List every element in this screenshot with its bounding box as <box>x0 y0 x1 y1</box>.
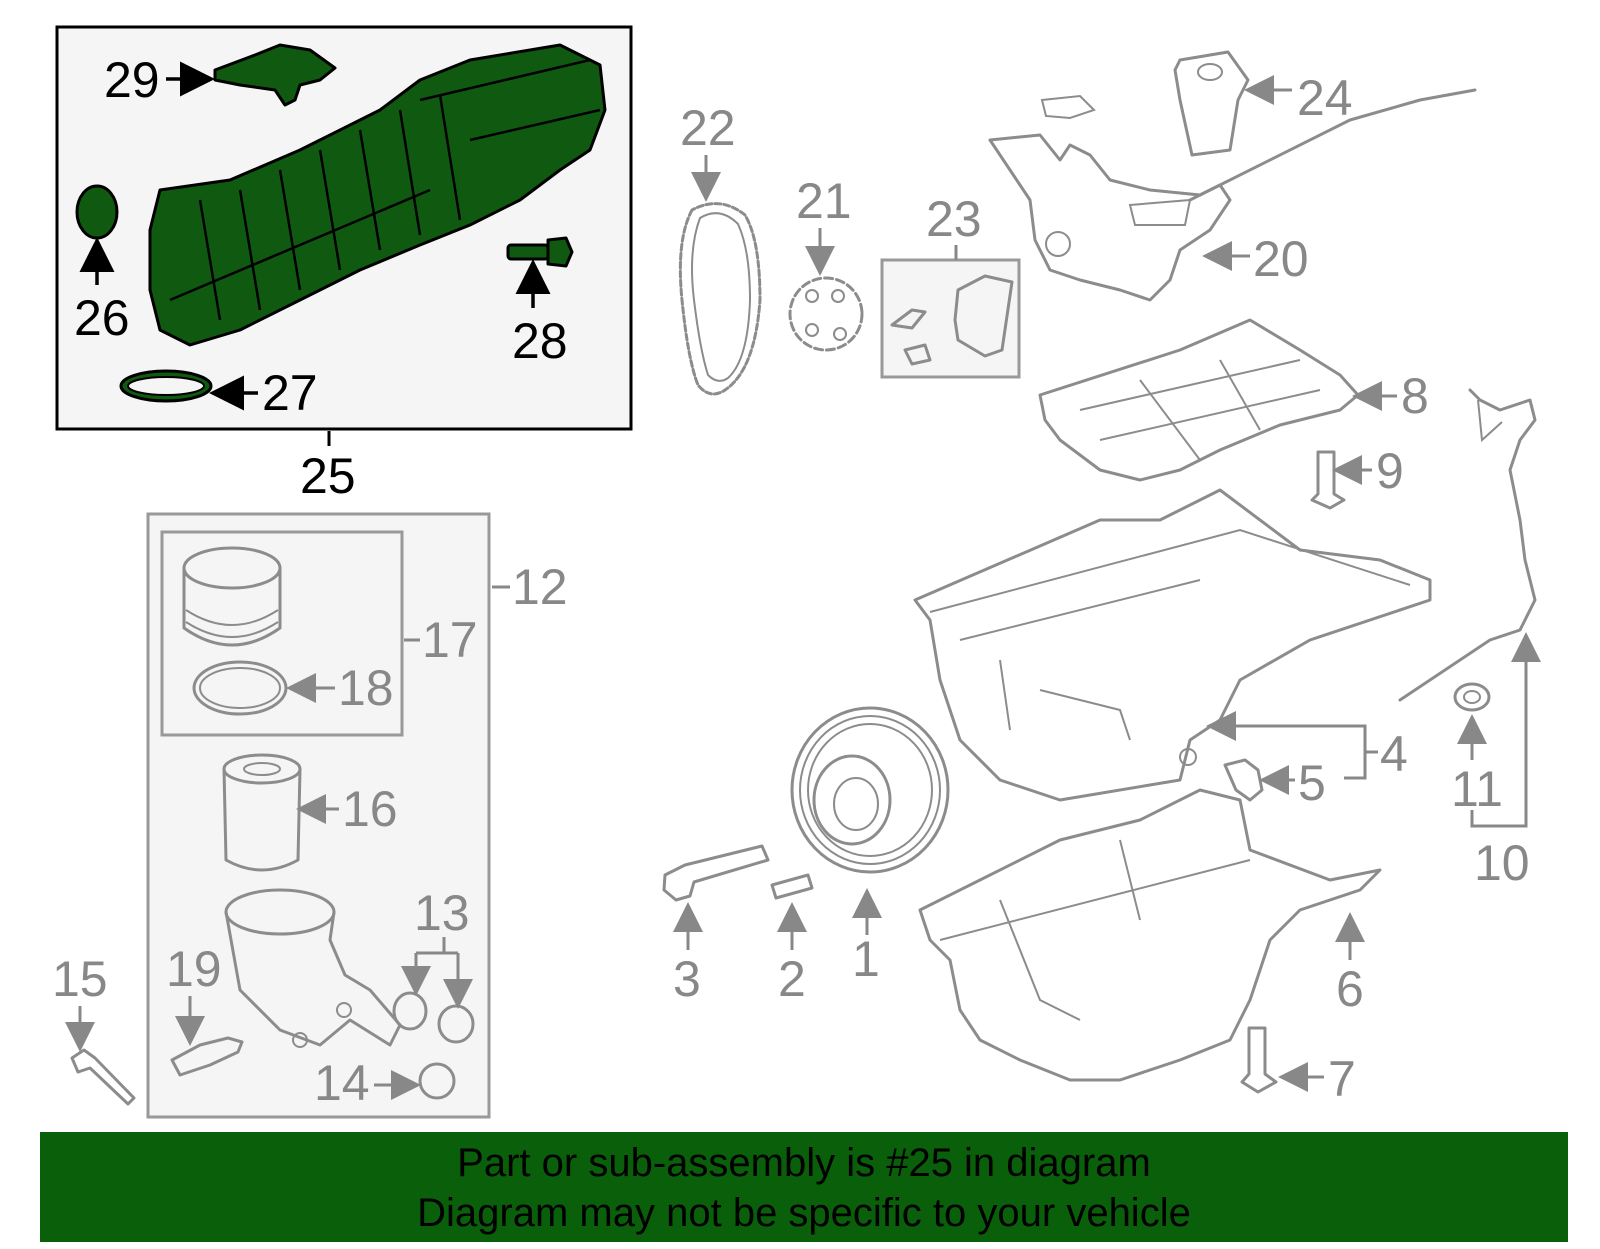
callout-20: 20 <box>1253 231 1309 287</box>
baffle-8-part[interactable] <box>1038 318 1360 482</box>
callout-4: 4 <box>1380 726 1408 782</box>
pickup-tube-24-part[interactable] <box>1173 50 1250 157</box>
callout-12: 12 <box>512 559 568 615</box>
callout-14: 14 <box>314 1055 370 1111</box>
callout-18: 18 <box>338 660 394 716</box>
callout-8: 8 <box>1401 368 1429 424</box>
callout-3: 3 <box>673 951 701 1007</box>
oil-pump-20-part[interactable] <box>988 94 1232 302</box>
callout-9: 9 <box>1376 443 1404 499</box>
intake-manifold-group: 29 26 28 27 25 <box>55 25 633 504</box>
pin-2-part[interactable] <box>770 873 814 900</box>
bolt-5-part[interactable] <box>1223 758 1264 802</box>
filter-element-16-part[interactable] <box>222 753 302 872</box>
tube-line <box>1188 88 1477 202</box>
callout-24: 24 <box>1297 70 1353 126</box>
callout-1: 1 <box>852 931 880 987</box>
callout-19: 19 <box>166 941 222 997</box>
filter-housing-part[interactable] <box>224 888 402 1048</box>
bolt-7-part[interactable] <box>1240 1026 1278 1094</box>
banner-line-1: Part or sub-assembly is #25 in diagram <box>457 1141 1151 1185</box>
bolt-9-part[interactable] <box>1310 450 1346 510</box>
manifold-detail-lines <box>169 58 601 321</box>
callout-29: 29 <box>104 52 160 108</box>
intake-manifold-part[interactable] <box>148 43 607 347</box>
callout-27: 27 <box>262 365 318 421</box>
callout-6: 6 <box>1336 961 1364 1017</box>
callout-13: 13 <box>414 885 470 941</box>
callout-2: 2 <box>778 951 806 1007</box>
callout-26: 26 <box>74 290 130 346</box>
callout-7: 7 <box>1328 1051 1356 1107</box>
callout-25: 25 <box>300 448 356 504</box>
callout-28: 28 <box>512 313 568 369</box>
callout-10: 10 <box>1474 835 1530 891</box>
callout-21: 21 <box>796 173 852 229</box>
tensioner-23-part[interactable] <box>953 274 1014 358</box>
callout-23: 23 <box>926 191 982 247</box>
pulley-1-part[interactable] <box>790 706 950 874</box>
kit-23-group <box>880 258 1021 379</box>
bolt-15-part[interactable] <box>70 1048 136 1106</box>
filter-cap-17-part[interactable] <box>182 546 282 647</box>
sprocket-21-part[interactable] <box>788 276 864 352</box>
dipstick-10-part[interactable] <box>1398 388 1537 702</box>
callout-15: 15 <box>52 951 108 1007</box>
timing-chain-22-part[interactable] <box>678 202 762 396</box>
callout-5: 5 <box>1298 755 1326 811</box>
oil-filter-group: 12 17 18 16 13 19 14 <box>146 512 568 1119</box>
callout-22: 22 <box>680 100 736 156</box>
cap-26-part[interactable] <box>75 184 119 240</box>
bolt-3-part[interactable] <box>662 844 770 902</box>
banner-line-2: Diagram may not be specific to your vehi… <box>417 1191 1191 1235</box>
bracket-29-part[interactable] <box>213 43 337 107</box>
callout-11: 11 <box>1451 761 1503 817</box>
callout-17: 17 <box>422 612 478 668</box>
seal-11-part[interactable] <box>1453 682 1491 712</box>
callout-16: 16 <box>342 781 398 837</box>
upper-oil-pan-4-part[interactable] <box>913 488 1432 802</box>
info-banner: Part or sub-assembly is #25 in diagram D… <box>40 1132 1568 1242</box>
lower-oil-pan-6-part[interactable] <box>918 788 1382 1082</box>
